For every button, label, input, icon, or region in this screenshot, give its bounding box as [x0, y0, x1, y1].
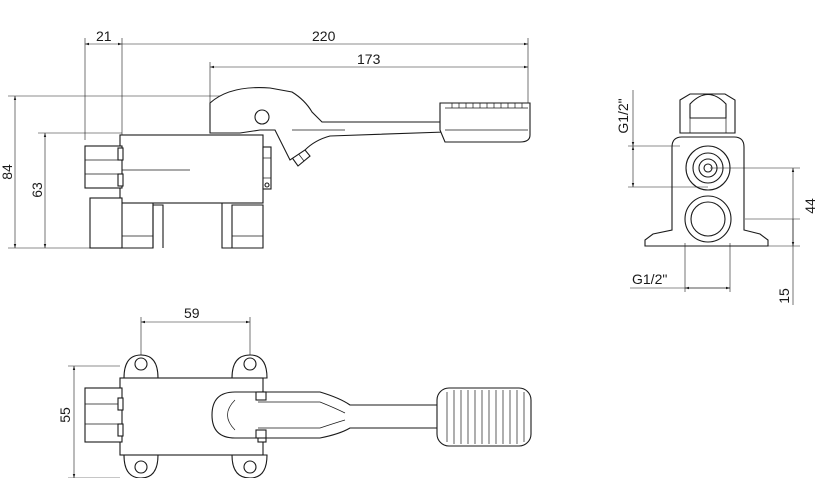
- dim-63-label: 63: [29, 182, 45, 198]
- inlet-connectors: [84, 145, 124, 249]
- side-view: 21 220 173 84 63: [0, 28, 531, 249]
- dim-g12-upper-label: G1/2": [615, 98, 631, 133]
- dim-55-label: 55: [57, 407, 73, 423]
- dim-44-label: 44: [802, 198, 818, 214]
- dimension-55: 55: [57, 365, 120, 478]
- dim-84-label: 84: [0, 164, 15, 180]
- mounting-lugs: [123, 354, 268, 478]
- dimension-63: 63: [29, 132, 122, 248]
- dim-173-label: 173: [357, 51, 381, 67]
- dim-15-label: 15: [776, 288, 792, 304]
- dim-59-label: 59: [184, 305, 200, 321]
- dimension-g12-upper: G1/2": [615, 90, 708, 188]
- foot-lever: [209, 87, 531, 161]
- dimension-g12-lower: G1/2": [630, 243, 731, 292]
- front-top-nut: [679, 93, 736, 134]
- dimension-59: 59: [140, 305, 251, 355]
- top-lever: [211, 387, 532, 447]
- dimension-84: 84: [0, 95, 250, 249]
- dim-21-label: 21: [96, 28, 112, 44]
- dim-220-label: 220: [312, 28, 336, 44]
- dimension-21: 21: [84, 28, 123, 140]
- valve-body: [119, 134, 264, 249]
- dim-g12-lower-label: G1/2": [632, 271, 667, 287]
- dimension-220: 220: [122, 28, 529, 110]
- front-view: G1/2" G1/2" 44 15: [615, 90, 818, 305]
- upper-inlet: [644, 136, 769, 247]
- dimension-173: 173: [209, 51, 528, 110]
- dimension-15: 15: [776, 219, 794, 305]
- top-view: 59 55: [57, 305, 532, 478]
